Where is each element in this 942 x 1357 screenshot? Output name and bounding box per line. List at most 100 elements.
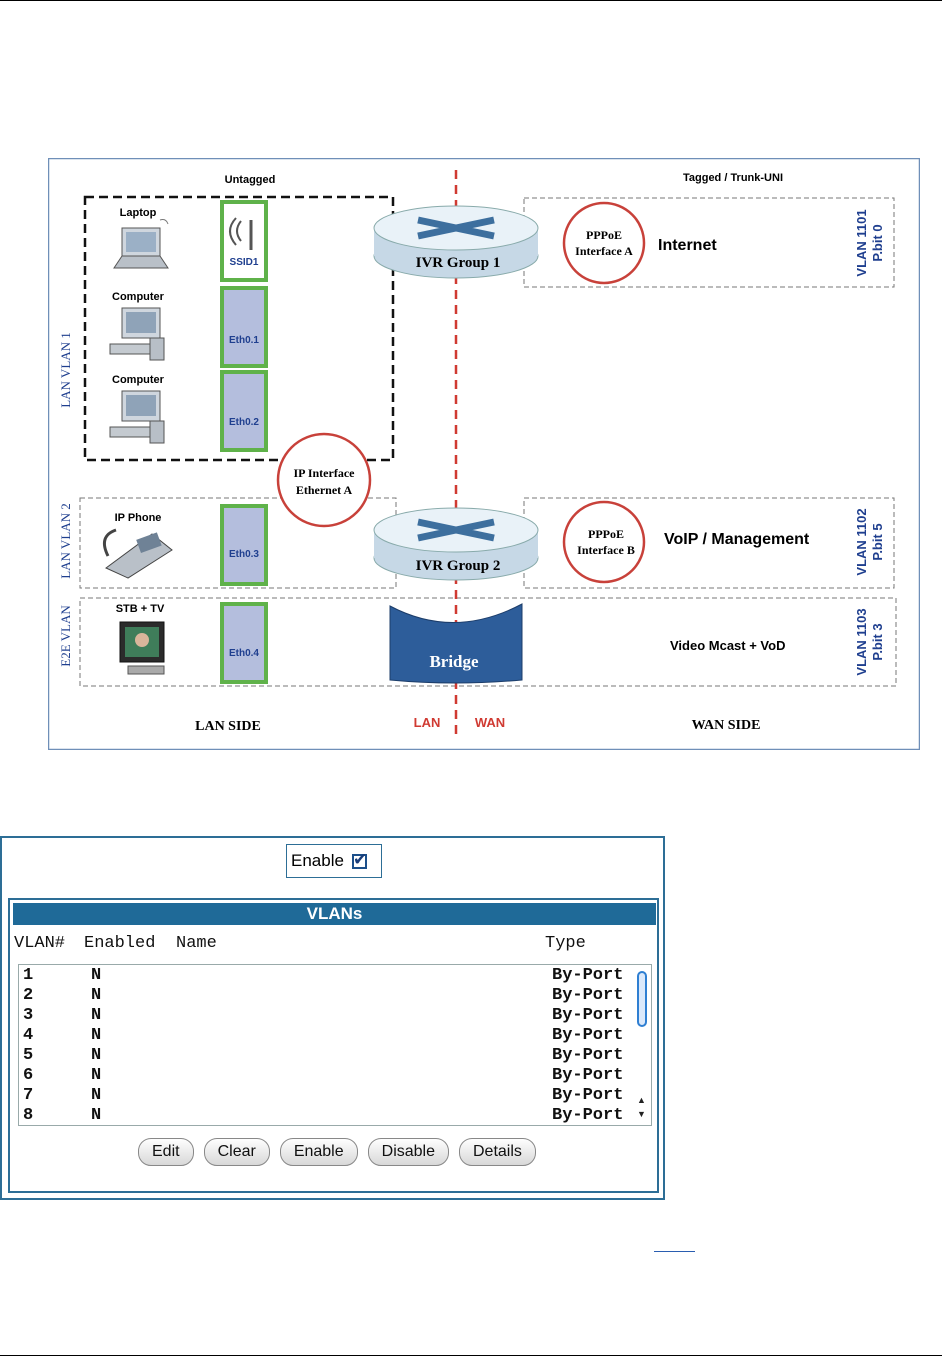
list-item[interactable]: 8 N By-Port [19,1106,639,1125]
vlan1102-label: VLAN 1102 [854,508,869,575]
scroll-up-arrow-icon[interactable]: ▲ [637,1095,646,1105]
e2e-vlan-box [79,597,897,687]
col-name-header: Name [176,934,217,953]
computer-icon [109,390,165,444]
cell-type: By-Port [552,1006,624,1025]
cell-type: By-Port [552,1066,624,1085]
enable-checkbox[interactable] [351,850,367,870]
tv-icon [119,621,165,675]
svg-text:P.bit 5: P.bit 5 [870,523,885,560]
cell-vlan: 5 [23,1046,34,1065]
lan-vlan1-label: LAN VLAN 1 [58,332,73,408]
list-item[interactable]: 2 N By-Port [19,986,639,1006]
svg-text:IP Interface: IP Interface [294,466,356,480]
cell-vlan: 7 [23,1086,34,1105]
cell-enabled: N [91,966,102,985]
ip-interface-ethernet-a: IP Interface Ethernet A [276,432,372,528]
cell-vlan: 8 [23,1106,34,1125]
cell-type: By-Port [552,1026,624,1045]
list-item[interactable]: 7 N By-Port [19,1086,639,1106]
ssid1-label: SSID1 [230,257,259,268]
svg-text:Interface A: Interface A [575,244,633,258]
ivr2-label: IVR Group 2 [416,558,501,574]
scroll-down-arrow-icon[interactable]: ▼ [637,1109,646,1119]
vlans-title: VLANs [13,903,656,925]
vlan-list-scrollbar[interactable]: ▲ ▼ [635,967,649,1123]
voip-label: VoIP / Management [664,531,810,548]
svg-text:PPPoE: PPPoE [588,527,624,541]
underlined-link[interactable] [654,1251,695,1252]
cell-type: By-Port [552,1086,624,1105]
scrollbar-thumb[interactable] [637,971,647,1027]
lan-vlan2-label: LAN VLAN 2 [58,503,73,579]
laptop-icon [113,219,169,269]
ivr-group-2-router: IVR Group 2 [373,507,539,581]
computer-label-2: Computer [112,374,165,386]
eth02-label: Eth0.2 [229,417,259,428]
lan-vlan1-box [83,195,395,462]
col-type-header: Type [545,934,586,953]
pppoe-interface-b: PPPoE Interface B [562,500,646,584]
eth04-label: Eth0.4 [229,648,259,659]
ip-phone-icon [102,528,173,579]
wifi-icon [236,220,242,242]
wan-side-label: WAN SIDE [692,718,761,733]
cell-vlan: 6 [23,1066,34,1085]
lan-label: LAN [414,715,441,730]
port-eth01: Eth0.1 [220,286,268,368]
cell-type: By-Port [552,986,624,1005]
eth03-label: Eth0.3 [229,549,259,560]
cell-enabled: N [91,1086,102,1105]
video-label: Video Mcast + VoD [670,638,785,653]
cell-enabled: N [91,1006,102,1025]
e2e-vlan-label: E2E VLAN [58,605,73,667]
untagged-label: Untagged [225,174,276,186]
details-button[interactable]: Details [459,1138,536,1166]
bottom-rule [0,1355,942,1356]
ivr1-label: IVR Group 1 [416,255,501,271]
enable-control[interactable]: Enable [286,844,382,878]
clear-button[interactable]: Clear [203,1138,270,1166]
eth01-label: Eth0.1 [229,335,259,346]
cell-vlan: 1 [23,966,34,985]
computer-icon [109,307,165,361]
cell-vlan: 3 [23,1006,34,1025]
col-vlan-header: VLAN# [14,934,66,953]
port-eth04: Eth0.4 [220,602,268,684]
wan-label: WAN [475,715,505,730]
cell-enabled: N [91,986,102,1005]
port-eth03: Eth0.3 [220,504,268,586]
port-eth02: Eth0.2 [220,370,268,452]
cell-vlan: 2 [23,986,34,1005]
edit-button[interactable]: Edit [138,1138,194,1166]
stb-tv-label: STB + TV [116,603,165,615]
cell-enabled: N [91,1066,102,1085]
svg-text:Interface B: Interface B [577,543,635,557]
cell-enabled: N [91,1106,102,1125]
ip-phone-label: IP Phone [115,512,162,524]
list-item[interactable]: 6 N By-Port [19,1066,639,1086]
vlan-action-buttons: Edit Clear Enable Disable Details [138,1138,536,1166]
ivr-group-1-router: IVR Group 1 [373,205,539,279]
vlan1103-label: VLAN 1103 [854,608,869,675]
svg-text:PPPoE: PPPoE [586,228,622,242]
col-enabled-header: Enabled [84,934,156,953]
computer-label-1: Computer [112,291,165,303]
bridge-label: Bridge [429,652,479,671]
top-rule [0,0,942,1]
cell-type: By-Port [552,1106,624,1125]
port-ssid1: SSID1 [220,200,268,282]
pppoe-interface-a: PPPoE Interface A [562,201,646,285]
vlan1101-label: VLAN 1101 [854,209,869,276]
enable-button[interactable]: Enable [279,1138,358,1166]
list-item[interactable]: 3 N By-Port [19,1006,639,1026]
svg-text:Ethernet A: Ethernet A [296,483,353,497]
disable-button[interactable]: Disable [367,1138,449,1166]
svg-text:P.bit 0: P.bit 0 [870,224,885,261]
cell-type: By-Port [552,1046,624,1065]
